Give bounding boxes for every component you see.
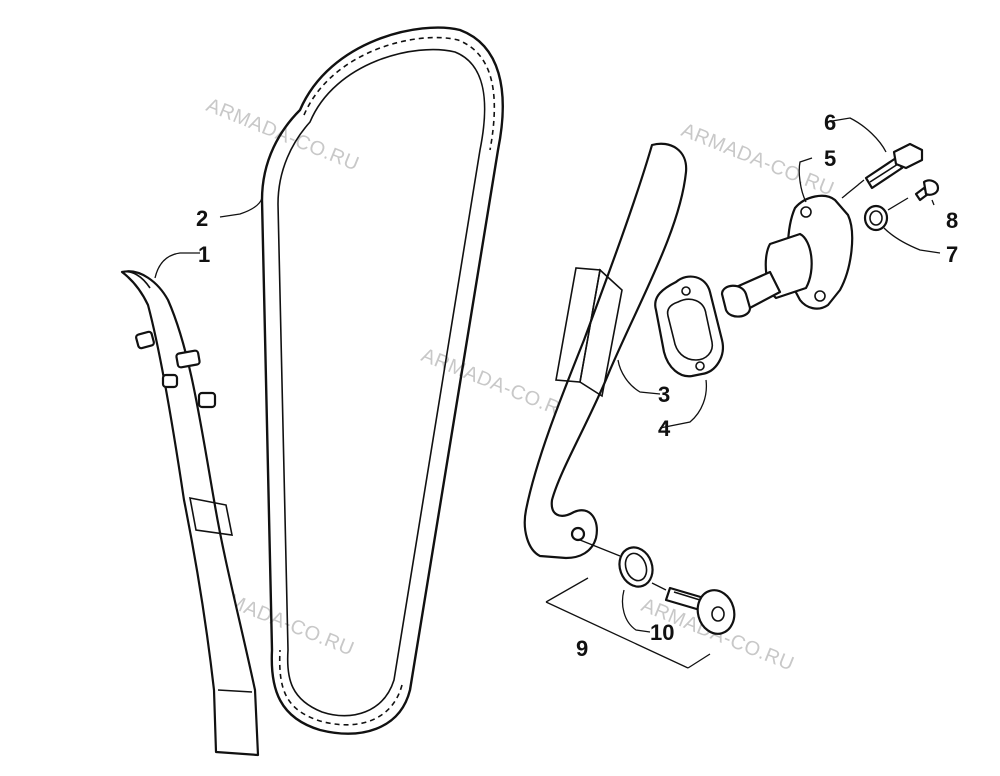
- callout-8: 8: [946, 208, 958, 233]
- callout-6: 6: [824, 110, 836, 135]
- callout-10: 10: [650, 620, 674, 645]
- callout-9: 9: [576, 636, 588, 661]
- callout-7: 7: [946, 242, 958, 267]
- callout-1: 1: [198, 242, 210, 267]
- watermark-top-left: ARMADA-CO.RU: [203, 94, 362, 175]
- gasket: [654, 275, 724, 378]
- chain-guide-tensioner: [523, 142, 688, 560]
- watermark-top-right: ARMADA-CO.RU: [678, 119, 837, 200]
- callout-labels: 1 2 3 4 5 6 7 8 9 10: [196, 110, 958, 661]
- callout-3: 3: [658, 382, 670, 407]
- o-ring: [618, 546, 654, 588]
- leader-lines: [154, 117, 941, 669]
- callout-5: 5: [824, 146, 836, 171]
- pivot-bolt: [664, 586, 736, 635]
- cap-bolt: [914, 179, 940, 202]
- callout-4: 4: [658, 416, 671, 441]
- sealing-washer: [863, 204, 889, 232]
- tensioner-bolt: [864, 142, 924, 190]
- timing-chain: [260, 26, 504, 735]
- chain-tensioner: [720, 194, 854, 318]
- watermark-group: ARMADA-CO.RU ARMADA-CO.RU ARMADA-CO.RU A…: [198, 94, 837, 675]
- callout-2: 2: [196, 206, 208, 231]
- chain-guide-fixed: [120, 270, 260, 757]
